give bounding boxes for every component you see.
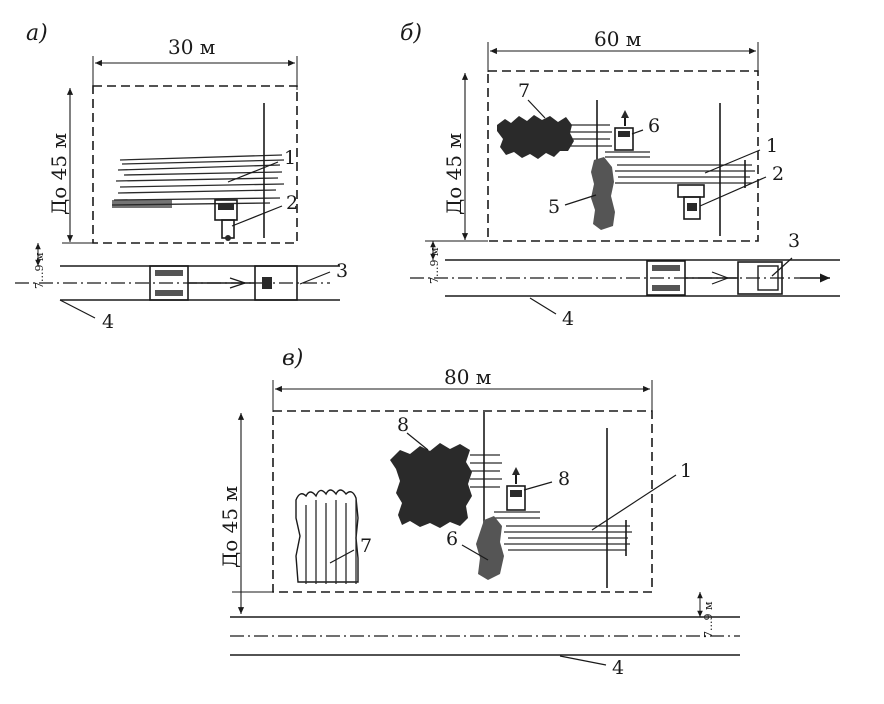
panel-a-callout-2: 2 xyxy=(286,192,298,214)
panel-c-height-dimension: До 45 м xyxy=(218,413,273,614)
panel-b-width-dimension: 60 м xyxy=(487,27,759,72)
panel-b-callout-2: 2 xyxy=(772,163,784,185)
panel-a-height-label: До 45 м xyxy=(47,133,71,215)
panel-b-road-offset-label: 7...9 м xyxy=(428,247,441,284)
panel-b-loader xyxy=(677,184,705,220)
panel-c-callout-7: 8 xyxy=(397,414,409,436)
panel-c-width-label: 80 м xyxy=(444,365,491,389)
panel-a-road-offset-label: 7...9 м xyxy=(33,252,46,289)
panel-b: б) 60 м До 45 м 7 xyxy=(400,21,840,330)
panel-a-loader xyxy=(214,199,238,241)
panel-c-height-label: До 45 м xyxy=(218,486,242,568)
panel-c-label: в) xyxy=(282,346,303,371)
panel-c-log-stack xyxy=(504,428,632,588)
panel-b-plot-boundary xyxy=(487,70,759,242)
panel-c-road-offset-label: 7...9 м xyxy=(702,601,715,638)
panel-c-road: 7...9 м xyxy=(230,592,740,656)
panel-c-harvester xyxy=(494,467,540,519)
panel-c-callout-8: 8 xyxy=(558,468,570,490)
panel-b-callout-4: 4 xyxy=(562,308,574,330)
panel-b-label: б) xyxy=(400,21,422,46)
panel-a-callout-1: 1 xyxy=(284,147,296,169)
panel-a-label: а) xyxy=(26,21,48,46)
panel-b-callout-1: 1 xyxy=(766,135,778,157)
panel-b-height-dimension: До 45 м xyxy=(425,73,488,242)
panel-c: в) 80 м До 45 м 7 xyxy=(218,346,740,679)
panel-b-height-label: До 45 м xyxy=(442,133,466,215)
panel-b-road: 7...9 м xyxy=(410,241,840,297)
panel-c-callout-1: 1 xyxy=(680,460,692,482)
panel-b-callout-3: 3 xyxy=(788,230,800,252)
panel-a-road: 7...9 м xyxy=(15,243,340,301)
panel-b-harvester xyxy=(605,110,650,158)
panel-a-log-stack xyxy=(111,103,285,238)
panel-c-callout-4: 4 xyxy=(612,657,624,679)
panel-b-callout-7: 7 xyxy=(518,80,530,102)
panel-b-width-label: 60 м xyxy=(594,27,641,51)
panel-c-callout-5: 6 xyxy=(446,528,458,550)
panel-a-height-dimension: До 45 м xyxy=(47,88,93,244)
panel-a: а) 30 м До 45 м xyxy=(15,21,348,333)
panel-c-plot-boundary xyxy=(272,410,653,593)
panel-b-truck xyxy=(646,260,783,296)
panel-a-plot-boundary xyxy=(92,85,298,244)
panel-c-callout-6: 7 xyxy=(360,535,372,557)
panel-b-slash-pile xyxy=(591,157,615,230)
panel-b-callout-5: 5 xyxy=(548,196,560,218)
panel-a-width-label: 30 м xyxy=(168,35,215,59)
panel-c-slash-pile xyxy=(476,516,504,580)
panel-c-width-dimension: 80 м xyxy=(272,365,653,412)
panel-b-log-stack xyxy=(615,103,755,236)
panel-a-truck xyxy=(149,265,298,301)
panel-a-width-dimension: 30 м xyxy=(92,35,298,90)
panel-a-callout-4: 4 xyxy=(102,311,114,333)
panel-c-tree-stack xyxy=(295,489,359,584)
panel-b-trees xyxy=(497,100,612,170)
panel-b-callout-6: 6 xyxy=(648,115,660,137)
panel-a-callout-3: 3 xyxy=(336,260,348,282)
